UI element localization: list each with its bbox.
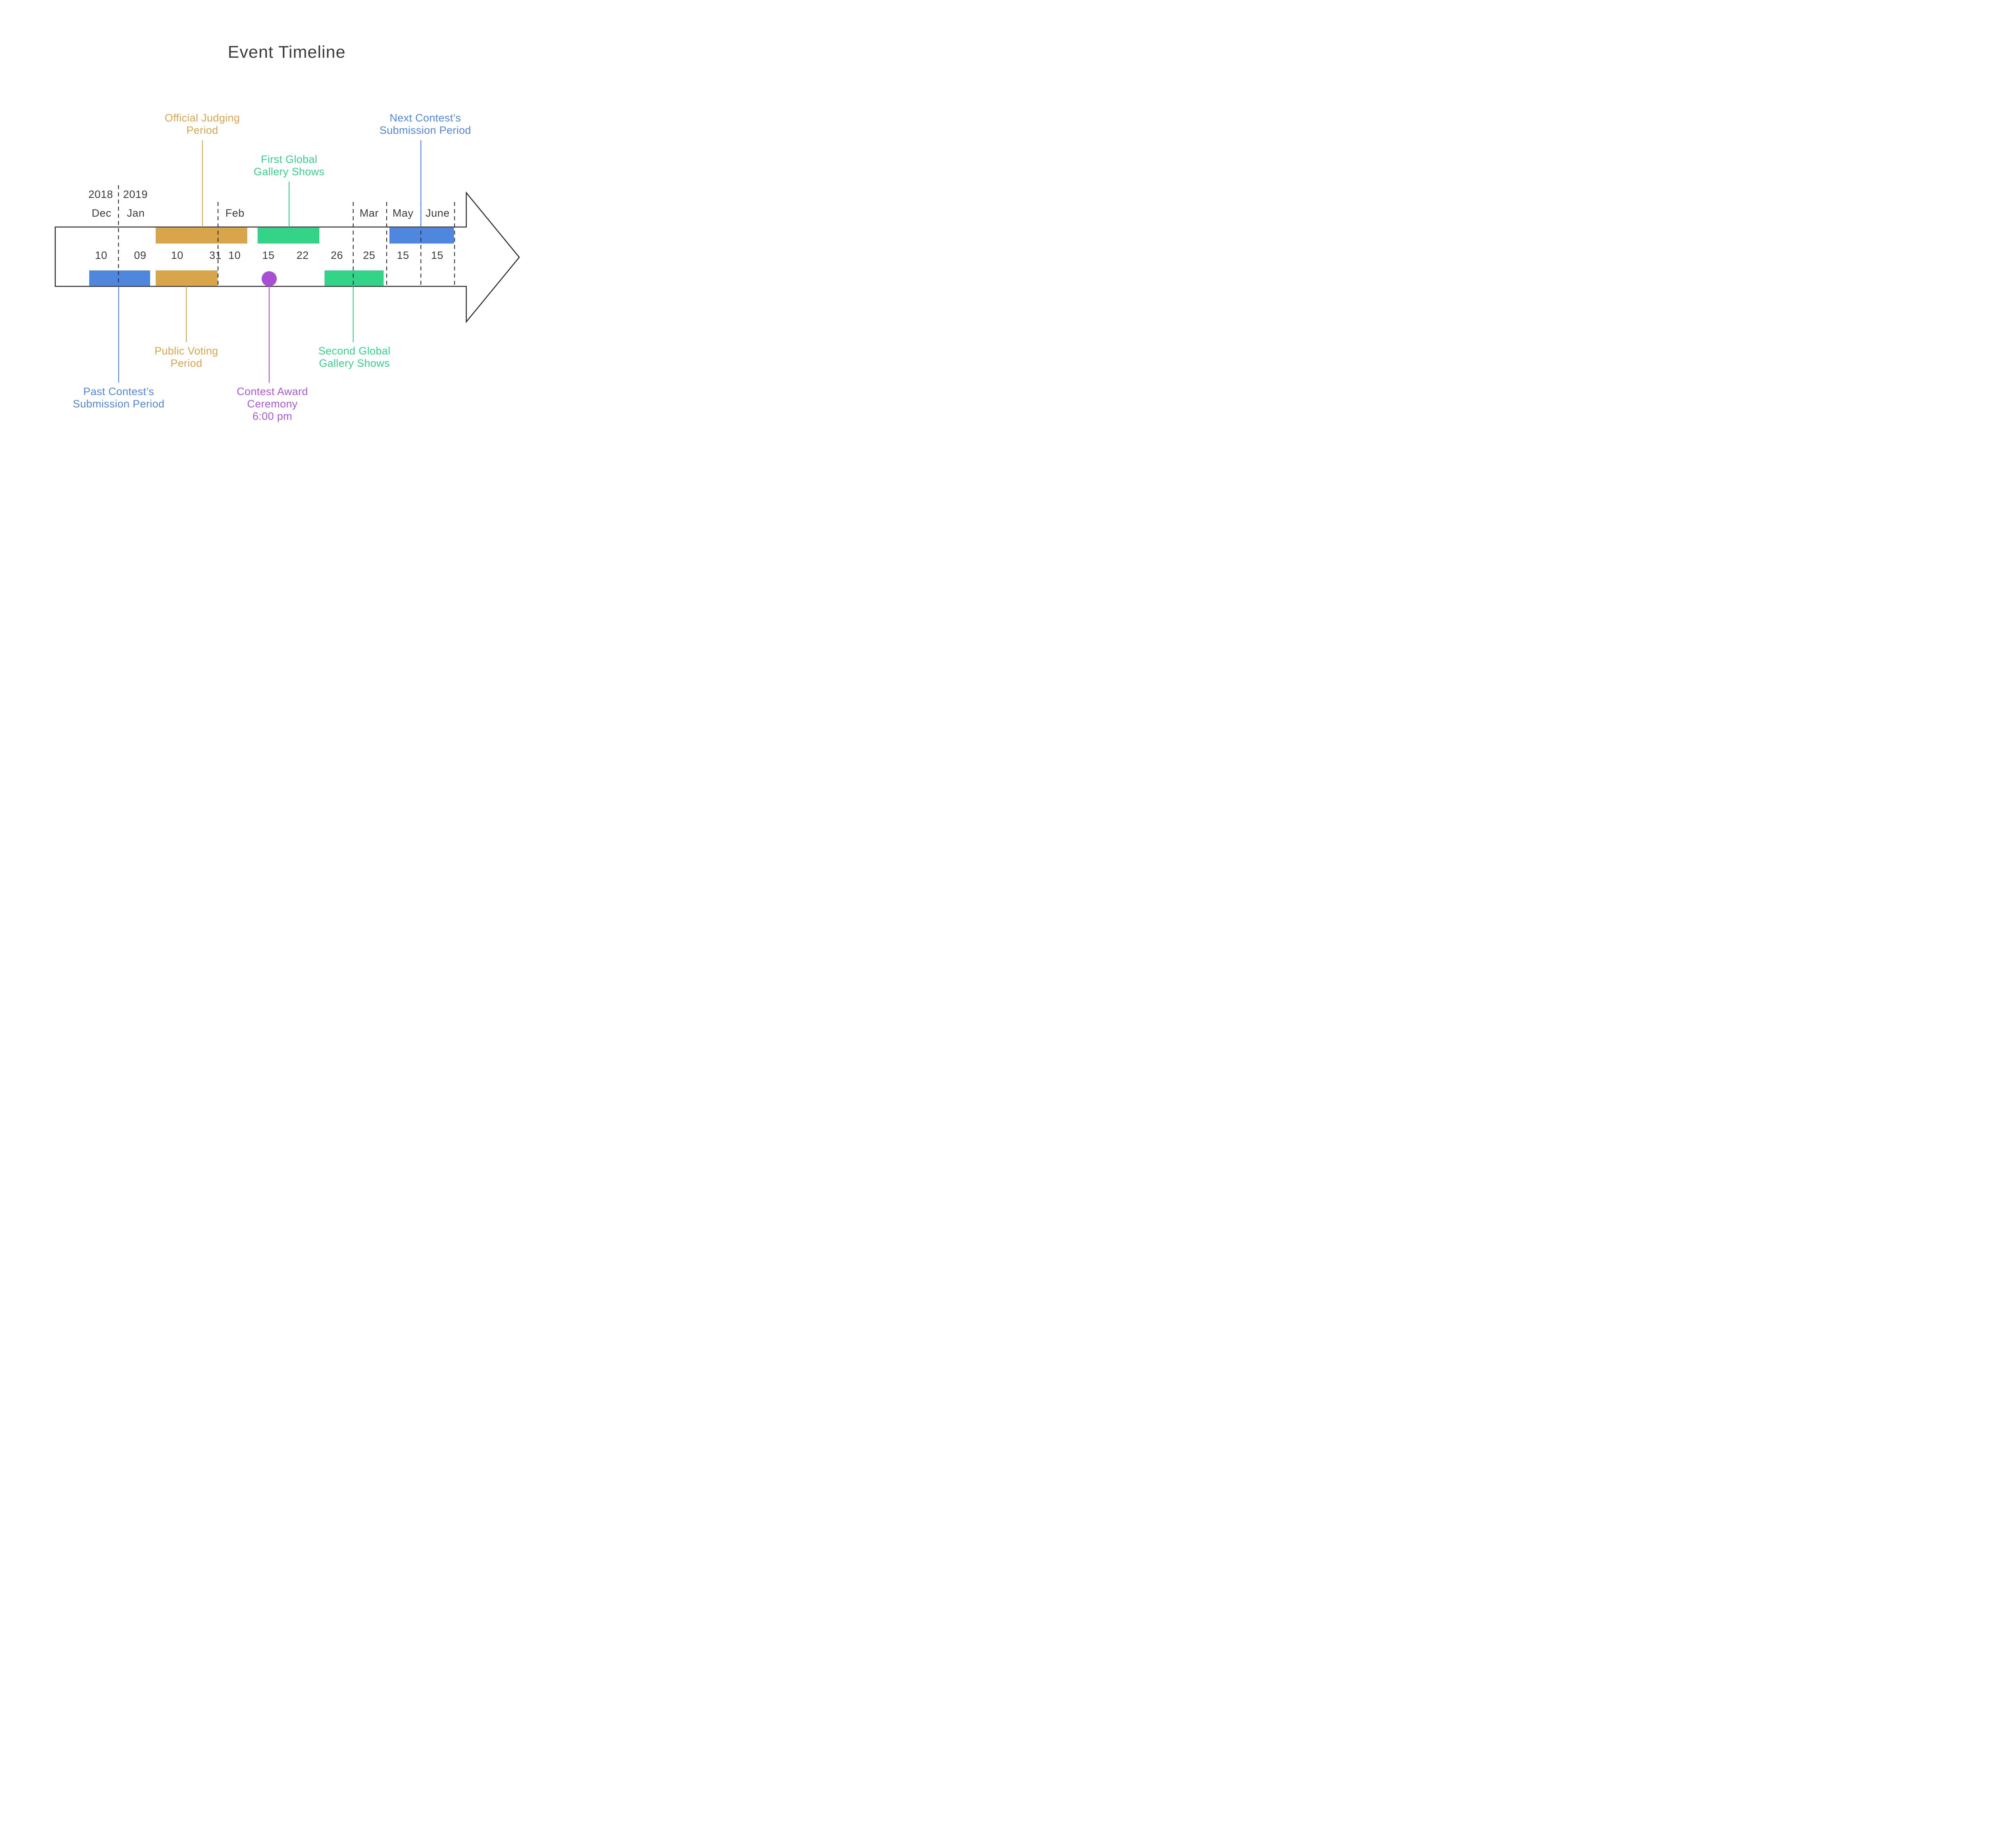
day-tick-june15: 15 (431, 249, 444, 261)
day-tick-feb22: 22 (296, 249, 309, 261)
day-tick-feb15: 15 (262, 249, 275, 261)
first-global-label: First Global Gallery Shows (254, 153, 325, 178)
next-contest-submission-bar (389, 227, 454, 244)
page-title: Event Timeline (227, 43, 346, 62)
timeline-arrow-outline (55, 191, 520, 323)
month-label-june: June (425, 207, 450, 219)
day-tick-feb26: 26 (331, 249, 343, 261)
event-timeline-diagram: Event Timeline 2018 2019 Dec Jan Fe (0, 0, 573, 462)
day-tick-may15: 15 (397, 249, 409, 261)
second-global-gallery-bar (325, 270, 384, 286)
public-voting-label: Public Voting Period (154, 345, 218, 369)
day-tick-jan09: 09 (134, 249, 147, 261)
day-tick-jan31: 31 (209, 249, 222, 261)
next-contest-label: Next Contest’s Submission Period (379, 112, 471, 136)
official-judging-bar (156, 227, 247, 244)
month-label-mar: Mar (360, 207, 379, 219)
year-label-2018: 2018 (88, 188, 113, 200)
day-tick-feb10: 10 (228, 249, 241, 261)
day-tick-jan10: 10 (171, 249, 184, 261)
day-tick-mar25: 25 (363, 249, 376, 261)
second-global-label: Second Global Gallery Shows (318, 345, 391, 369)
year-label-2019: 2019 (123, 188, 148, 200)
month-label-feb: Feb (225, 207, 245, 219)
public-voting-bar (156, 270, 218, 286)
past-contest-label: Past Contest’s Submission Period (72, 386, 165, 410)
award-ceremony-dot (262, 271, 277, 286)
official-judging-label: Official Judging Period (164, 112, 240, 136)
past-contest-submission-bar (89, 270, 150, 286)
month-label-dec: Dec (92, 207, 111, 219)
day-tick-dec10: 10 (95, 249, 108, 261)
award-ceremony-label: Contest Award Ceremony 6:00 pm (237, 386, 308, 422)
month-label-may: May (392, 207, 414, 219)
month-label-jan: Jan (127, 207, 145, 219)
first-global-gallery-bar (258, 227, 319, 244)
timeline-arrow-graphic (55, 140, 520, 383)
